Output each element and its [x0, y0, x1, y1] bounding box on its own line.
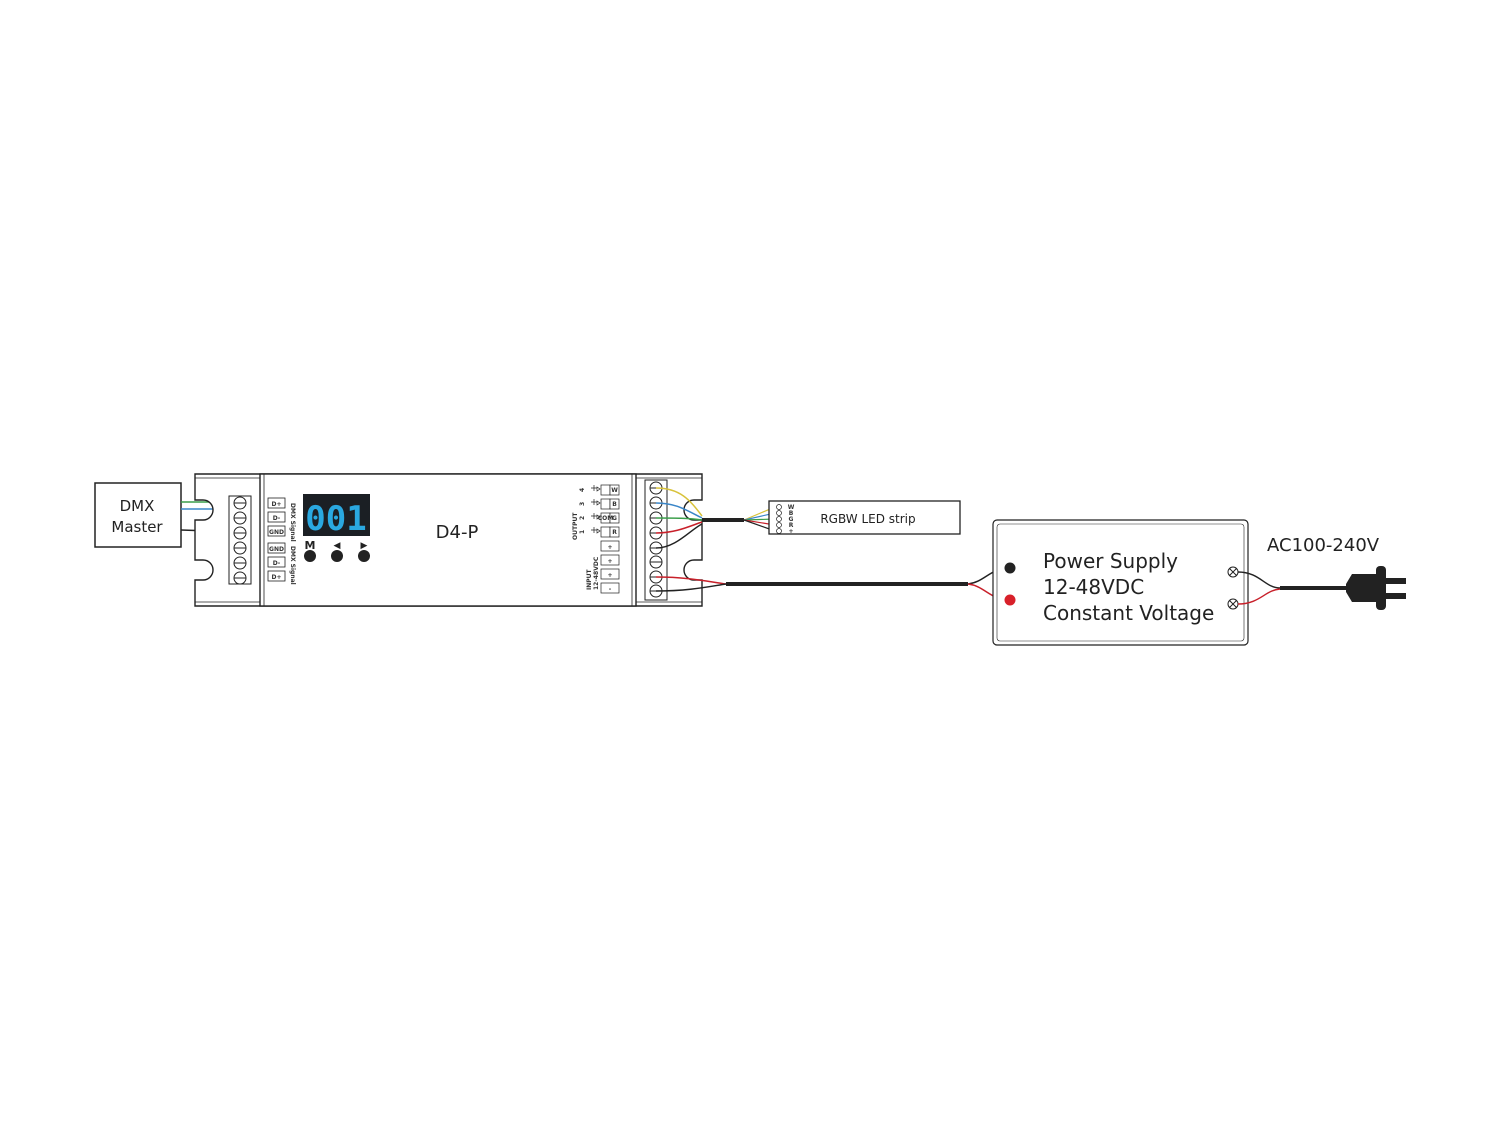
dmx-terminal-labels: D+ D- GND GND D- D+ DMX Signal DMX Signa…: [267, 497, 296, 585]
power-supply-line1: Power Supply: [1043, 549, 1178, 573]
output-terminal-labels: W B G R COM: [598, 484, 620, 538]
dmx-master-label-line2: Master: [111, 518, 163, 536]
input-terminal-label: -: [609, 586, 612, 593]
dmx-out-label: DMX Signal: [289, 546, 296, 585]
output-led-symbols: [591, 485, 601, 534]
output-terminal-label: W: [611, 487, 618, 494]
power-plug-icon: [1346, 566, 1406, 610]
button-m[interactable]: [304, 550, 316, 562]
output-terminal-label: R: [612, 529, 617, 536]
dmx-in-label: DMX Signal: [289, 503, 296, 542]
power-supply-line3: Constant Voltage: [1043, 601, 1214, 625]
led-strip-pin-labels: W B G R +: [788, 504, 795, 535]
rgbw-led-strip: W B G R + RGBW LED strip: [768, 500, 961, 535]
led-strip-label: RGBW LED strip: [820, 512, 915, 526]
dmx-master-label-line1: DMX: [120, 497, 155, 515]
output-label: OUTPUT: [572, 512, 579, 540]
led-pin-label: +: [788, 528, 793, 535]
led-strip-pads: [776, 504, 782, 534]
address-display: 001: [303, 494, 370, 539]
ac-wires: [1237, 571, 1281, 605]
dmx-master-box: DMX Master: [94, 482, 182, 548]
input-label: INPUT: [586, 568, 593, 590]
led-pin-label: R: [789, 522, 794, 529]
d4p-controller: D+ D- GND GND D- D+ DMX Signal DMX Signa…: [194, 473, 703, 607]
input-terminal-labels: + + + -: [600, 540, 620, 594]
output-terminal-label: G: [612, 515, 617, 522]
dc-negative-terminal: [1004, 562, 1016, 574]
control-buttons: M ◀ ▶: [304, 539, 370, 562]
ac-voltage-label: AC100-240V: [1267, 535, 1380, 556]
button-left[interactable]: [331, 550, 343, 562]
output-channel-number: 2: [579, 516, 586, 520]
dmx-terminal-label: GND: [269, 546, 284, 553]
output-terminal-label: B: [612, 501, 617, 508]
led-pin-label: W: [788, 504, 795, 511]
dmx-terminal-label: GND: [269, 529, 284, 536]
led-pin-label: G: [789, 516, 794, 523]
output-channel-number: 1: [579, 530, 586, 534]
button-m-label: M: [305, 539, 316, 552]
input-terminal-label: +: [607, 558, 612, 565]
controller-model: D4-P: [436, 522, 479, 543]
button-left-label: ◀: [334, 541, 341, 551]
output-channel-number: 3: [579, 502, 586, 506]
led-pin-label: B: [789, 510, 794, 517]
input-voltage-label: 12-48VDC: [593, 556, 600, 590]
input-terminal-label: +: [607, 572, 612, 579]
power-supply-line2: 12-48VDC: [1043, 575, 1144, 599]
ac-terminal-screws: [1227, 566, 1239, 610]
output-channel-number: 4: [579, 488, 586, 492]
dmx-terminal-screws: [233, 496, 247, 585]
output-wires: [655, 487, 703, 549]
dc-positive-terminal: [1004, 594, 1016, 606]
dmx-terminal-label: D+: [271, 501, 281, 508]
dmx-terminal-label: D-: [273, 515, 281, 522]
output-common-label: COM: [598, 515, 614, 522]
button-right-label: ▶: [361, 541, 368, 551]
power-supply: Power Supply 12-48VDC Constant Voltage: [992, 519, 1249, 646]
output-channel-numbers: 4 3 2 1: [579, 488, 586, 534]
display-digits: 001: [305, 499, 366, 539]
input-terminal-label: +: [607, 544, 612, 551]
dmx-terminal-label: D-: [273, 560, 281, 567]
dmx-terminal-label: D+: [271, 574, 281, 581]
button-right[interactable]: [358, 550, 370, 562]
input-wires: [655, 576, 727, 592]
